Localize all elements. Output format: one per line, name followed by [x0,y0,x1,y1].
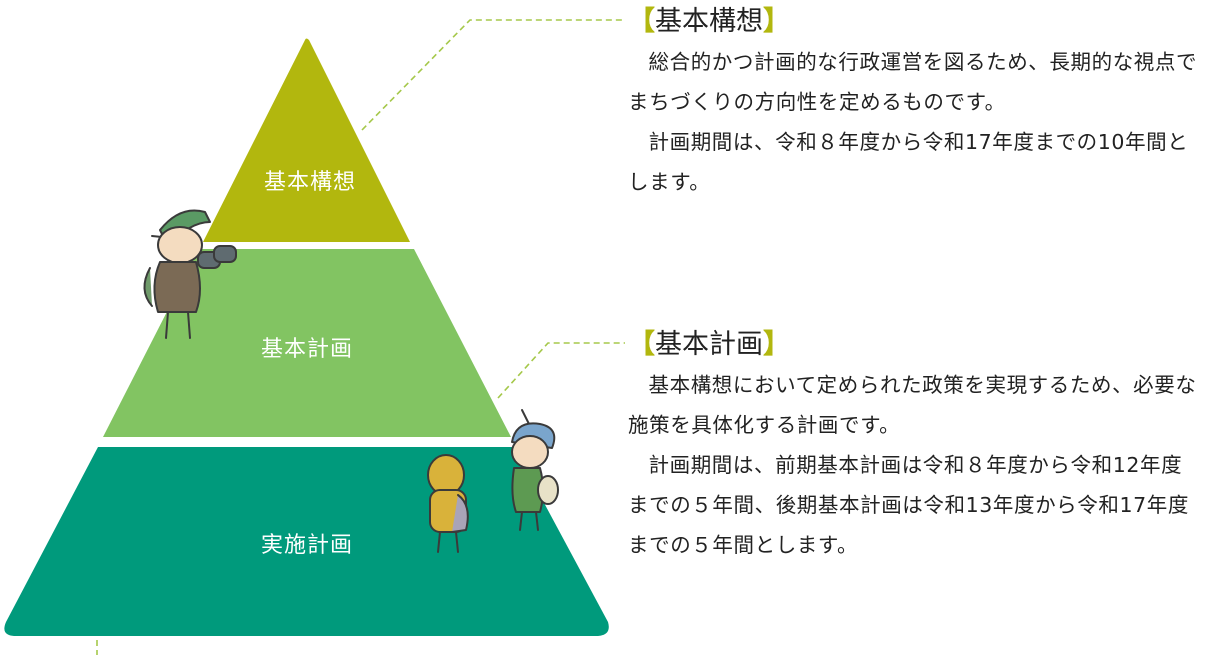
tier-label-jisshi: 実施計画 [260,533,354,558]
section-paragraph: 基本構想において定められた政策を実現するため、必要な施策を具体化する計画です。 [628,373,1197,437]
hiker-with-binoculars-icon [143,209,237,339]
hiker-with-cap-icon [511,409,559,531]
section-title: 基本計画 [655,329,763,360]
section-title: 基本構想 [655,6,763,37]
section-kihon-keikaku: 【基本計画】 基本構想において定められた政策を実現するため、必要な施策を具体化す… [628,325,1203,565]
section-paragraph: 総合的かつ計画的な行政運営を図るため、長期的な視点でまちづくりの方向性を定めるも… [628,50,1198,114]
section-heading: 【基本計画】 [628,325,1203,365]
connector-line-kihon-keikaku [497,342,625,399]
bracket-close: 】 [763,329,790,360]
section-paragraph: 計画期間は、令和８年度から令和17年度までの10年間とします。 [628,130,1189,194]
section-heading: 【基本構想】 [628,2,1203,42]
tier-shape-kihon-keikaku [103,249,511,437]
bracket-close: 】 [763,6,790,37]
bracket-open: 【 [628,6,655,37]
hiker-with-backpack-icon [427,454,469,553]
section-paragraph: 計画期間は、前期基本計画は令和８年度から令和12年度までの５年間、後期基本計画は… [628,453,1189,557]
connector-lines [96,19,625,655]
tier-label-kihon-koso: 基本構想 [263,170,357,195]
tier-shape-kihon-koso [203,38,410,242]
bracket-open: 【 [628,329,655,360]
connector-line-kihon-koso [361,19,625,131]
section-kihon-koso: 【基本構想】 総合的かつ計画的な行政運営を図るため、長期的な視点でまちづくりの方… [628,2,1203,202]
tier-label-kihon-keikaku: 基本計画 [260,337,354,362]
